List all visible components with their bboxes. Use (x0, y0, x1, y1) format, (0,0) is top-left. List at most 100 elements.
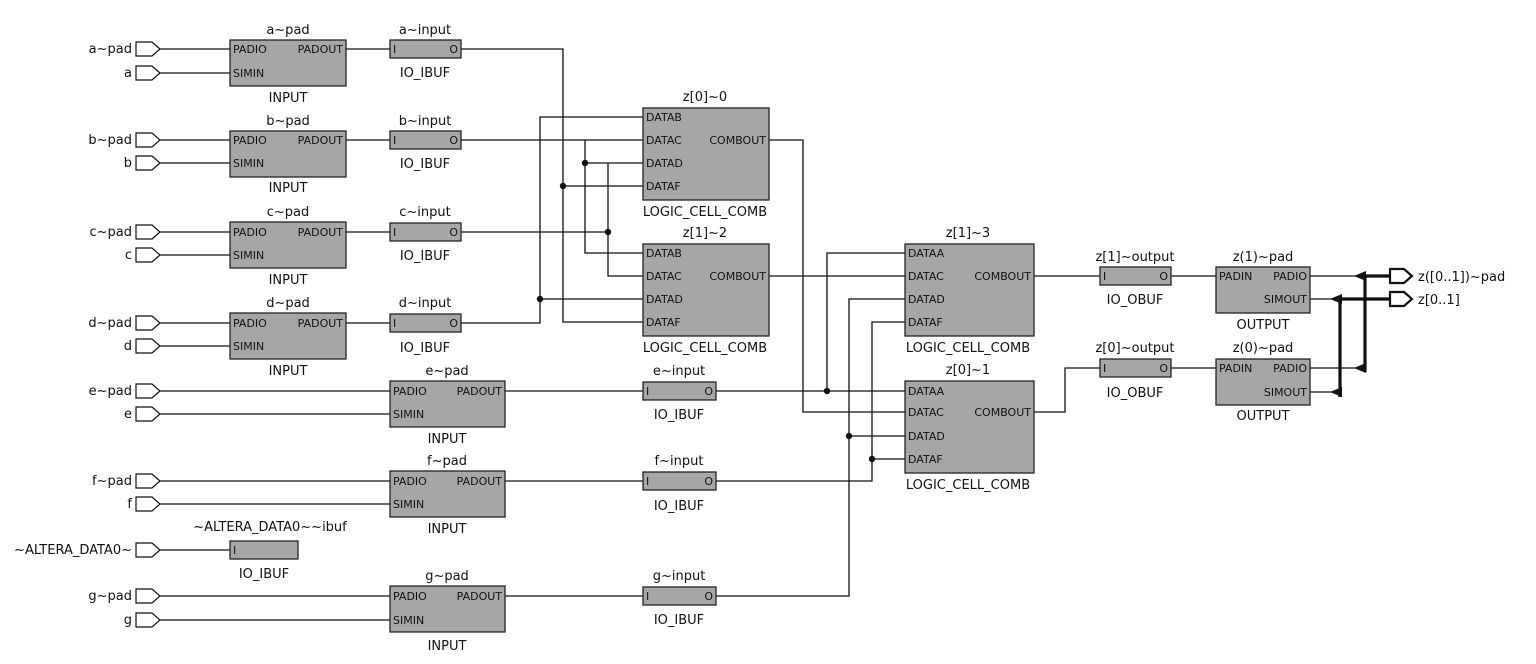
svg-text:b~input: b~input (399, 114, 452, 129)
svg-text:z(1)~pad: z(1)~pad (1233, 250, 1294, 265)
svg-text:PADIN: PADIN (1219, 270, 1252, 283)
pin-f-pad[interactable]: f~pad (92, 473, 161, 489)
svg-text:I: I (393, 317, 396, 330)
svg-text:PADIO: PADIO (393, 385, 427, 398)
svg-text:PADIO: PADIO (393, 475, 427, 488)
pin-b[interactable]: b (124, 155, 161, 171)
svg-text:z[1]~2: z[1]~2 (683, 226, 727, 241)
pin-d[interactable]: d (124, 338, 161, 354)
logic-cell-z1-3[interactable]: z[1]~3 DATAA DATAC DATAD DATAF COMBOUT L… (904, 226, 1035, 356)
logic-cell-z0-1[interactable]: z[0]~1 DATAA DATAC DATAD DATAF COMBOUT L… (904, 363, 1035, 493)
pin-a[interactable]: a (124, 65, 161, 81)
svg-text:DATAF: DATAF (908, 316, 943, 329)
pin-a-pad[interactable]: a~pad (89, 41, 161, 57)
svg-text:INPUT: INPUT (269, 273, 308, 288)
svg-text:INPUT: INPUT (269, 181, 308, 196)
svg-text:INPUT: INPUT (428, 639, 467, 654)
svg-text:z[0]~0: z[0]~0 (683, 90, 727, 105)
svg-text:z[0..1]: z[0..1] (1418, 293, 1460, 308)
svg-text:IO_IBUF: IO_IBUF (400, 66, 450, 81)
pin-c[interactable]: c (125, 247, 161, 263)
svg-text:OUTPUT: OUTPUT (1237, 318, 1290, 333)
svg-text:I: I (646, 475, 649, 488)
svg-text:f~pad: f~pad (92, 474, 132, 489)
logic-cell-z0-0[interactable]: z[0]~0 DATAB DATAC DATAD DATAF COMBOUT L… (642, 90, 770, 220)
svg-text:e~input: e~input (653, 364, 705, 379)
ibuf-c[interactable]: c~input I O IO_IBUF (389, 205, 462, 264)
logic-cell-z1-2[interactable]: z[1]~2 DATAB DATAC DATAD DATAF COMBOUT L… (642, 226, 770, 356)
svg-text:e~pad: e~pad (89, 384, 132, 399)
svg-text:O: O (1159, 270, 1168, 283)
ibuf-altera-data0[interactable]: ~ALTERA_DATA0~~ibuf I IO_IBUF (193, 520, 347, 582)
pin-e-pad[interactable]: e~pad (89, 383, 161, 399)
svg-text:z[1]~3: z[1]~3 (946, 226, 990, 241)
svg-text:INPUT: INPUT (269, 91, 308, 106)
svg-text:SIMIN: SIMIN (233, 157, 264, 170)
svg-text:PADOUT: PADOUT (298, 317, 344, 330)
svg-text:b: b (124, 156, 132, 171)
svg-text:g~input: g~input (653, 569, 706, 584)
svg-text:DATAD: DATAD (646, 157, 683, 170)
svg-text:DATAA: DATAA (908, 247, 945, 260)
ibuf-d[interactable]: d~input I O IO_IBUF (389, 296, 462, 356)
obuf-z0[interactable]: z[0]~output I O IO_OBUF (1095, 341, 1174, 401)
svg-text:O: O (704, 590, 713, 603)
pin-f[interactable]: f (127, 496, 161, 512)
svg-text:z[0]~output: z[0]~output (1095, 341, 1174, 356)
input-block-f[interactable]: f~pad PADIO PADOUT SIMIN INPUT (389, 454, 506, 537)
pin-altera-data0[interactable]: ~ALTERA_DATA0~ (14, 542, 161, 558)
pin-g-pad[interactable]: g~pad (88, 588, 161, 604)
input-block-e[interactable]: e~pad PADIO PADOUT SIMIN INPUT (389, 364, 506, 447)
ibuf-g[interactable]: g~input I O IO_IBUF (642, 569, 717, 628)
ibuf-f[interactable]: f~input I O IO_IBUF (642, 454, 717, 514)
pin-d-pad[interactable]: d~pad (88, 315, 161, 331)
svg-text:f~pad: f~pad (427, 454, 467, 469)
svg-text:a~input: a~input (399, 23, 451, 38)
svg-text:c~input: c~input (399, 205, 450, 220)
junction-dots (536, 159, 876, 463)
svg-text:SIMIN: SIMIN (233, 67, 264, 80)
svg-text:O: O (449, 226, 458, 239)
svg-text:DATAF: DATAF (646, 180, 681, 193)
svg-text:PADIO: PADIO (1273, 270, 1307, 283)
output-block-z1[interactable]: z(1)~pad PADIN PADIO SIMOUT OUTPUT (1215, 250, 1311, 333)
input-pins: a~pad a b~pad b c~pad c d~pad d e~pad e … (14, 41, 161, 628)
svg-text:IO_IBUF: IO_IBUF (400, 157, 450, 172)
svg-text:INPUT: INPUT (269, 364, 308, 379)
svg-text:DATAF: DATAF (908, 453, 943, 466)
svg-text:g~pad: g~pad (425, 569, 469, 584)
svg-text:PADIO: PADIO (233, 317, 267, 330)
ibuf-e[interactable]: e~input I O IO_IBUF (642, 364, 717, 423)
input-block-a[interactable]: a~pad PADIO PADOUT SIMIN INPUT (229, 23, 347, 106)
input-block-c[interactable]: c~pad PADIO PADOUT SIMIN INPUT (229, 205, 347, 288)
svg-text:g: g (124, 613, 132, 628)
svg-text:I: I (393, 134, 396, 147)
input-block-b[interactable]: b~pad PADIO PADOUT SIMIN INPUT (229, 114, 347, 196)
svg-text:d~pad: d~pad (266, 296, 310, 311)
svg-text:LOGIC_CELL_COMB: LOGIC_CELL_COMB (906, 341, 1030, 356)
pin-c-pad[interactable]: c~pad (89, 224, 161, 240)
output-pin-z-bus[interactable]: z[0..1] (1388, 290, 1460, 308)
svg-text:f~input: f~input (655, 454, 704, 469)
svg-text:IO_IBUF: IO_IBUF (654, 613, 704, 628)
pin-e[interactable]: e (124, 406, 161, 422)
svg-text:LOGIC_CELL_COMB: LOGIC_CELL_COMB (906, 478, 1030, 493)
svg-text:PADIN: PADIN (1219, 362, 1252, 375)
input-block-g[interactable]: g~pad PADIO PADOUT SIMIN INPUT (389, 569, 506, 654)
svg-text:c~pad: c~pad (89, 225, 132, 240)
svg-text:SIMOUT: SIMOUT (1264, 386, 1307, 399)
output-block-z0[interactable]: z(0)~pad PADIN PADIO SIMOUT OUTPUT (1215, 341, 1311, 424)
ibuf-b[interactable]: b~input I O IO_IBUF (389, 114, 462, 172)
pin-g[interactable]: g (124, 612, 161, 628)
svg-text:DATAD: DATAD (646, 293, 683, 306)
obuf-z1[interactable]: z[1]~output I O IO_OBUF (1095, 250, 1174, 308)
svg-text:SIMIN: SIMIN (393, 498, 424, 511)
svg-text:COMBOUT: COMBOUT (974, 406, 1031, 419)
output-pin-z-pad-bus[interactable]: z([0..1])~pad (1388, 267, 1505, 285)
input-block-d[interactable]: d~pad PADIO PADOUT SIMIN INPUT (229, 296, 347, 379)
svg-text:PADIO: PADIO (1273, 362, 1307, 375)
pin-b-pad[interactable]: b~pad (88, 132, 161, 148)
svg-text:O: O (449, 134, 458, 147)
ibuf-a[interactable]: a~input I O IO_IBUF (389, 23, 462, 81)
